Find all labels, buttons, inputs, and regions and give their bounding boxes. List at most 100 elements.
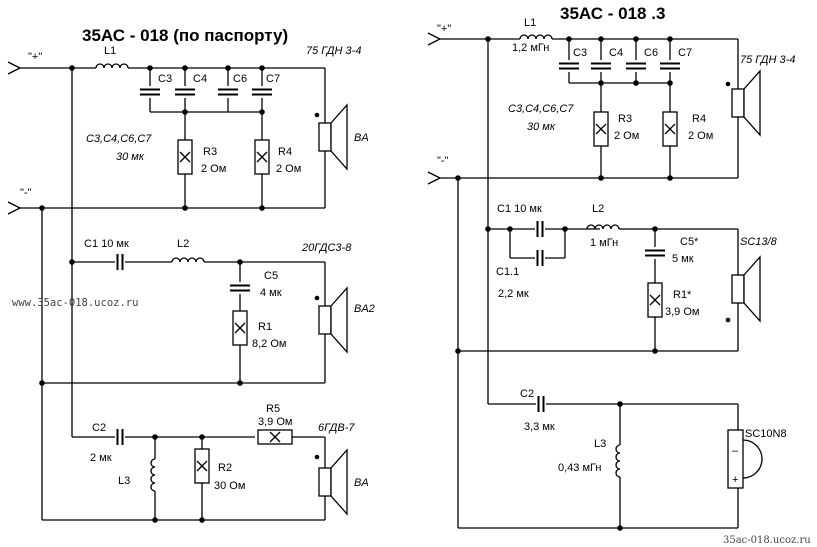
inductor-l2	[171, 257, 205, 263]
left-r1-label: R1	[258, 321, 272, 333]
right-c5-value: 5 мк	[672, 253, 694, 265]
corner-watermark: 35ac-018.ucoz.ru	[723, 535, 811, 546]
left-r5-label: R5	[266, 403, 280, 415]
right-c1-1-value: 2,2 мк	[498, 288, 529, 300]
right-speaker3-model: SC10N8	[745, 428, 787, 440]
site-watermark: www.35ac-018.ucoz.ru	[12, 297, 138, 309]
left-r2-label: R2	[218, 462, 232, 474]
right-r1-label: R1*	[673, 289, 692, 301]
left-minus-label: "-"	[20, 187, 32, 199]
capacitor-c1	[116, 253, 124, 271]
right-c2-label: C2	[520, 388, 534, 400]
right-minus-input-terminal	[427, 171, 441, 185]
right-c4-label: C4	[609, 47, 623, 59]
resistor-r5	[257, 429, 293, 445]
right-r4-label: R4	[692, 113, 706, 125]
left-r4-value: 2 Ом	[276, 163, 301, 175]
inductor-l3	[150, 458, 156, 492]
capacitor-c3	[139, 88, 161, 96]
right-l1-label: L1	[524, 17, 536, 29]
left-speaker2-label: BA2	[354, 303, 375, 315]
right-caps-group-value: 30 мк	[527, 121, 556, 133]
right-resistor-r4	[662, 111, 678, 147]
right-capacitor-c1	[536, 220, 544, 238]
right-caps-group-label: C3,C4,C6,C7	[508, 103, 574, 115]
right-l1-value: 1,2 мГн	[512, 42, 549, 54]
left-r1-value: 8,2 Ом	[252, 338, 286, 350]
left-title: 35АС - 018 (по паспорту)	[82, 26, 288, 45]
resistor-r4	[254, 139, 270, 175]
right-c1-label: C1 10 мк	[497, 203, 542, 215]
right-c3-label: C3	[573, 47, 587, 59]
right-speaker-midrange	[731, 256, 761, 322]
resistor-r1	[232, 310, 248, 346]
capacitor-c6	[217, 88, 239, 96]
left-l1-label: L1	[104, 45, 116, 57]
right-speaker2-model: SC13/8	[740, 236, 778, 248]
speaker-ba-tweeter	[318, 449, 348, 515]
left-l2-label: L2	[177, 238, 189, 250]
right-speaker3-plus: +	[732, 474, 738, 486]
plus-input-terminal	[7, 61, 21, 75]
left-r5-value: 3,9 Ом	[258, 416, 292, 428]
left-c5-label: C5	[264, 270, 278, 282]
speaker-ba2-midrange	[318, 287, 348, 353]
left-caps-group-value: 30 мк	[116, 151, 145, 163]
left-caps-group-label: C3,C4,C6,C7	[86, 133, 152, 145]
capacitor-c4	[174, 88, 196, 96]
right-r3-label: R3	[618, 113, 632, 125]
minus-input-terminal	[7, 201, 21, 215]
right-l3-value: 0,43 мГн	[558, 462, 601, 474]
right-schematic: 35АС - 018 .3 "+" "-" L1 1,2 мГн C3 C4 C…	[427, 4, 811, 546]
right-c5-label: C5*	[680, 236, 699, 248]
right-c7-label: C7	[678, 47, 692, 59]
left-c4-label: C4	[193, 73, 207, 85]
speaker-ba-woofer	[318, 104, 348, 170]
right-capacitor-c2	[537, 395, 545, 413]
right-inductor-l1	[519, 34, 553, 40]
right-r4-value: 2 Ом	[688, 130, 713, 142]
left-c2-label: C2	[92, 422, 106, 434]
right-r3-value: 2 Ом	[614, 130, 639, 142]
capacitor-c7	[251, 88, 273, 96]
left-l3-label: L3	[118, 475, 130, 487]
right-title: 35АС - 018 .3	[560, 4, 665, 23]
left-speaker1-model: 75 ГДН 3-4	[306, 45, 361, 57]
left-r2-value: 30 Ом	[214, 480, 245, 492]
left-c2-value: 2 мк	[90, 452, 112, 464]
left-r3-value: 2 Ом	[201, 163, 226, 175]
left-c1-label: C1 10 мк	[84, 238, 129, 250]
inductor-l1	[95, 63, 129, 69]
left-speaker2-model: 20ГДС3-8	[301, 242, 352, 254]
right-r1-value: 3,9 Ом	[665, 306, 699, 318]
right-capacitor-c3	[558, 62, 580, 70]
right-l3-label: L3	[594, 438, 606, 450]
left-plus-label: "+"	[28, 51, 42, 63]
right-resistor-r1	[647, 282, 663, 318]
right-speaker-tweeter	[727, 429, 763, 489]
right-c1-1-label: C1.1	[496, 266, 519, 278]
right-capacitor-c6	[625, 62, 647, 70]
left-speaker3-model: 6ГДВ-7	[318, 422, 355, 434]
resistor-r3	[177, 139, 193, 175]
left-r3-label: R3	[203, 146, 217, 158]
resistor-r2	[194, 448, 210, 484]
left-speaker1-label: BA	[354, 132, 369, 144]
left-c6-label: C6	[233, 73, 247, 85]
right-c6-label: C6	[644, 47, 658, 59]
right-speaker1-model: 75 ГДН 3-4	[740, 54, 795, 66]
right-plus-label: "+"	[437, 23, 451, 35]
right-l2-label: L2	[592, 203, 604, 215]
right-l2-value: 1 мГн	[590, 237, 618, 249]
right-speaker3-minus: –	[732, 445, 739, 457]
right-capacitor-c5	[644, 249, 666, 257]
left-schematic: 35АС - 018 (по паспорту) "+" "-" L1 C3 C…	[7, 26, 375, 523]
right-speaker-woofer	[731, 70, 761, 136]
left-c7-label: C7	[266, 73, 280, 85]
right-capacitor-c7	[659, 62, 681, 70]
left-speaker3-label: BA	[354, 477, 369, 489]
right-minus-label: "-"	[437, 155, 449, 167]
capacitor-c5	[229, 284, 251, 292]
right-c2-value: 3,3 мк	[524, 421, 555, 433]
